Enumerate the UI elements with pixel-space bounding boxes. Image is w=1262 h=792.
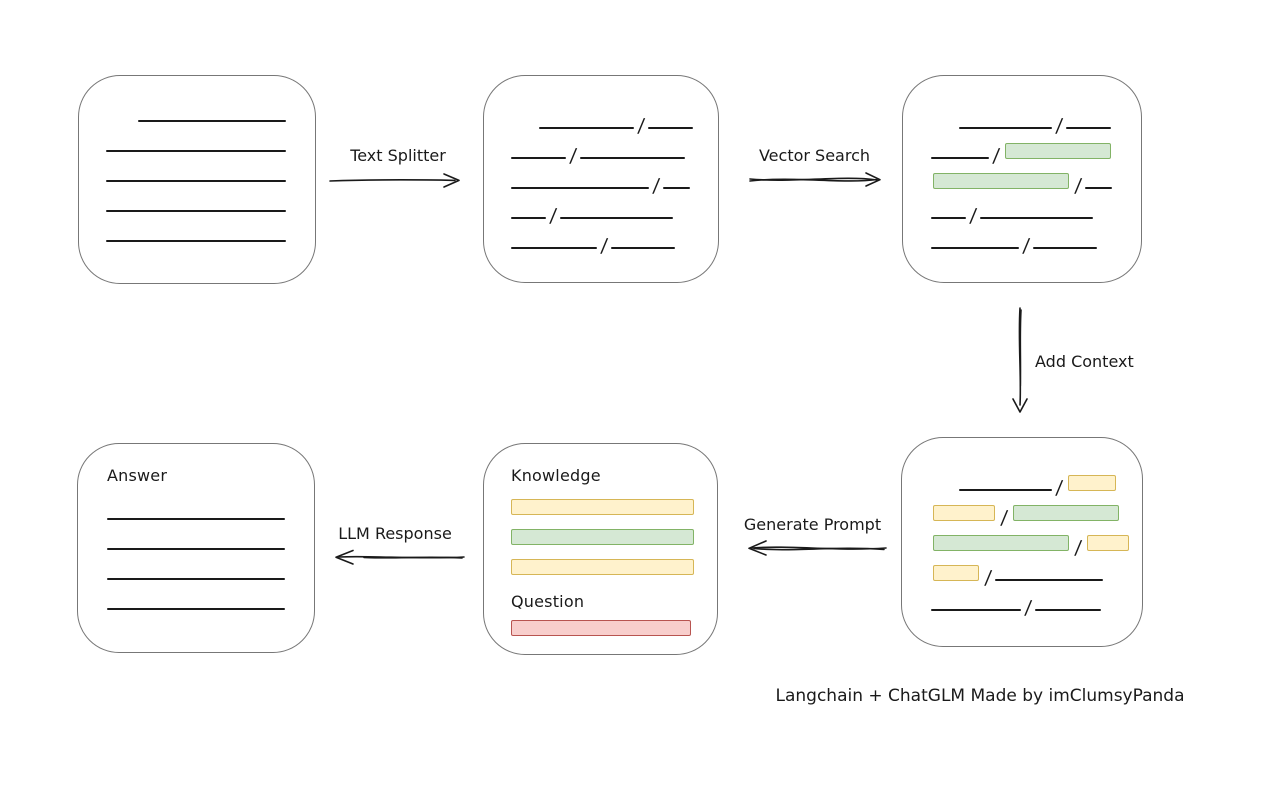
text-line	[959, 127, 1052, 129]
green-chunk	[1013, 505, 1120, 521]
text-line-row	[106, 212, 315, 242]
yellow-chunk	[933, 565, 979, 581]
text-line	[1066, 127, 1112, 129]
chunk-row: /	[511, 189, 718, 227]
knowledge-bars	[511, 485, 717, 575]
green-chunk	[933, 535, 1069, 551]
text-line	[107, 548, 285, 550]
text-line	[107, 578, 285, 580]
credit-caption: Langchain + ChatGLM Made by imClumsyPand…	[775, 686, 1185, 706]
text-line-row	[106, 92, 315, 122]
answer-box: Answer	[77, 443, 315, 653]
text-line	[931, 609, 1021, 611]
green-chunk	[1005, 143, 1112, 159]
yellow-chunk	[933, 505, 995, 521]
document-lines	[79, 76, 315, 242]
text-line	[980, 217, 1094, 219]
llm-response-arrow	[335, 549, 465, 565]
question-bars	[511, 606, 717, 636]
text-line	[511, 217, 546, 219]
chunk-row: /	[931, 551, 1142, 589]
context-box: /////	[901, 437, 1143, 647]
text-line	[995, 579, 1104, 581]
prompt-box: Knowledge Question	[483, 443, 718, 655]
text-line	[138, 120, 286, 122]
text-line	[1085, 187, 1113, 189]
chunk-row: /	[931, 129, 1141, 167]
yellow-bar	[511, 499, 694, 515]
text-line	[663, 187, 691, 189]
text-line	[931, 247, 1019, 249]
generate-prompt-arrow	[748, 540, 887, 556]
yellow-chunk	[1068, 475, 1117, 491]
chunk-row: /	[931, 491, 1142, 529]
slash-separator: /	[599, 235, 609, 257]
text-line	[648, 127, 694, 129]
text-line	[959, 489, 1052, 491]
text-line-row	[107, 580, 314, 610]
chunk-row: /	[931, 461, 1142, 499]
document-box	[78, 75, 316, 284]
slash-separator: /	[1023, 597, 1033, 619]
text-line	[511, 247, 597, 249]
text-line	[106, 210, 286, 212]
text-line	[931, 217, 966, 219]
chunk-row: /	[511, 219, 718, 257]
text-line	[106, 150, 286, 152]
text-line	[611, 247, 676, 249]
text-splitter-arrow	[329, 173, 460, 188]
retrieved-chunk-rows: /////	[903, 76, 1141, 257]
chunk-row: /	[511, 99, 718, 137]
question-label: Question	[511, 592, 585, 611]
add-context-arrow	[1012, 307, 1028, 413]
chunk-row: /	[511, 159, 718, 197]
text-line-row	[107, 520, 314, 550]
text-line	[511, 187, 649, 189]
yellow-bar	[511, 559, 694, 575]
green-bar	[511, 529, 694, 545]
text-line-row	[107, 490, 314, 520]
context-chunk-rows: /////	[902, 438, 1142, 619]
chunk-rows: /////	[484, 76, 718, 257]
chunks-box: /////	[483, 75, 719, 283]
text-line	[107, 608, 285, 610]
generate-prompt-label: Generate Prompt	[743, 515, 882, 534]
chunk-row: /	[931, 99, 1141, 137]
text-line	[931, 157, 989, 159]
add-context-label: Add Context	[1035, 352, 1134, 371]
chunk-row: /	[931, 581, 1142, 619]
answer-label: Answer	[107, 466, 168, 485]
retrieved-chunks-box: /////	[902, 75, 1142, 283]
chunk-row: /	[931, 189, 1141, 227]
answer-lines	[107, 490, 314, 610]
chunk-row: /	[931, 159, 1141, 197]
text-line	[560, 217, 674, 219]
text-line	[106, 240, 286, 242]
text-line	[106, 180, 286, 182]
text-line-row	[106, 182, 315, 212]
text-splitter-label: Text Splitter	[350, 146, 446, 165]
knowledge-label: Knowledge	[511, 466, 601, 485]
chunk-row: /	[931, 521, 1142, 559]
slash-separator: /	[1021, 235, 1031, 257]
text-line	[580, 157, 686, 159]
vector-search-label: Vector Search	[758, 146, 871, 165]
red-bar	[511, 620, 691, 636]
text-line-row	[106, 122, 315, 152]
green-chunk	[933, 173, 1069, 189]
yellow-chunk	[1087, 535, 1130, 551]
vector-search-arrow	[749, 172, 881, 187]
chunk-row: /	[931, 219, 1141, 257]
text-line-row	[106, 152, 315, 182]
llm-response-label: LLM Response	[338, 524, 452, 543]
text-line-row	[107, 550, 314, 580]
text-line	[1033, 247, 1098, 249]
text-line	[539, 127, 634, 129]
text-line	[1035, 609, 1102, 611]
chunk-row: /	[511, 129, 718, 167]
text-line	[107, 518, 285, 520]
text-line	[511, 157, 566, 159]
